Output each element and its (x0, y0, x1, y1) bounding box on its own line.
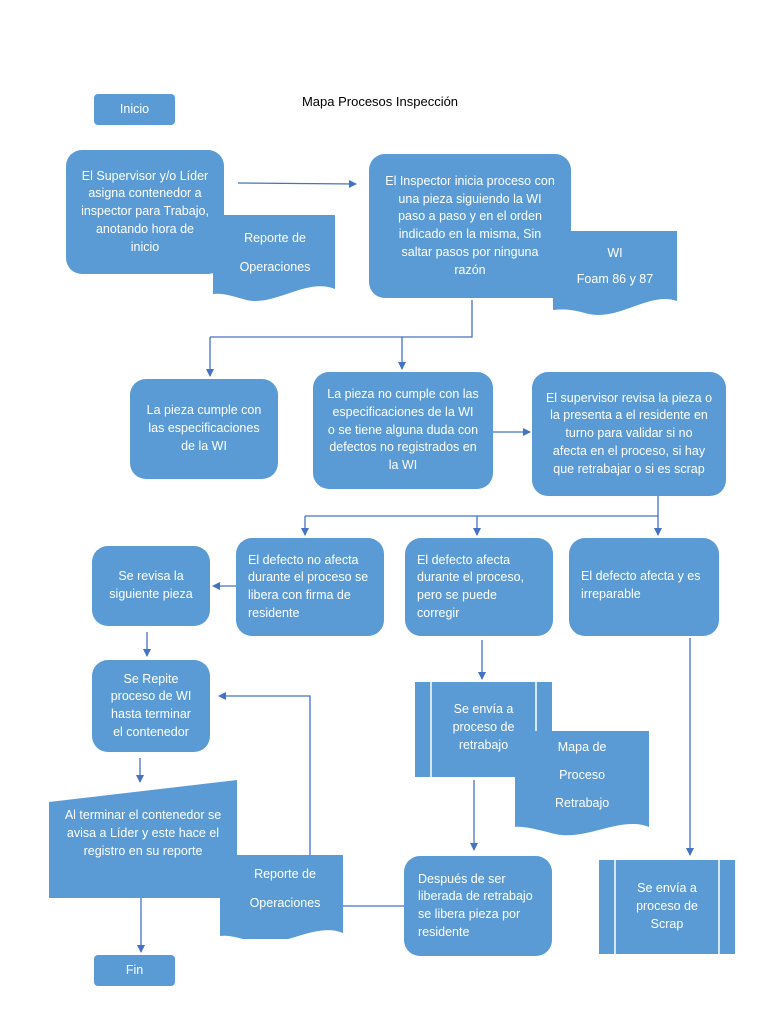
part-not-ok-node: La pieza no cumple con las especificacio… (313, 372, 493, 489)
next-part-node: Se revisa la siguiente pieza (92, 546, 210, 626)
defect-fixable-node: El defecto afecta durante el proceso, pe… (405, 538, 553, 636)
wi-document-label: WI Foam 86 y 87 (576, 245, 654, 286)
defect-irreparable-node: El defecto afecta y es irreparable (569, 538, 719, 636)
connector-loop-to-repeat (218, 692, 311, 855)
scrap-process-shape (599, 860, 735, 954)
inspect-node: El Inspector inicia proceso con una piez… (369, 154, 571, 298)
report-1-document-shape (213, 215, 335, 301)
defect-no-effect-node: El defecto no afecta durante el proceso … (236, 538, 384, 636)
start-node: Inicio (94, 94, 175, 125)
part-ok-node: La pieza cumple con las especificaciones… (130, 379, 278, 479)
scrap-process-label: Se envía a proceso de Scrap (636, 881, 698, 931)
after-rework-node: Después de ser liberada de retrabajo se … (404, 856, 552, 956)
report-2-document-shape (220, 855, 343, 939)
rework-map-document-shape (515, 731, 649, 836)
wi-document-shape (553, 231, 677, 315)
assign-container-node: El Supervisor y/o Líder asigna contenedo… (66, 150, 224, 274)
connector-assign-to-inspect (237, 179, 357, 188)
rework-map-label: Mapa de Proceso Retrabajo (555, 739, 610, 811)
report-2-label: Reporte de Operaciones (249, 866, 321, 910)
finish-container-label: Al terminar el contenedor se avisa a Líd… (64, 808, 222, 858)
supervisor-review-node: El supervisor revisa la pieza o la prese… (532, 372, 726, 496)
repeat-process-node: Se Repite proceso de WI hasta terminar e… (92, 660, 210, 752)
rework-process-label: Se envía a proceso de retrabajo (452, 702, 515, 752)
connector-inspect-split (210, 300, 473, 338)
finish-container-shape (49, 780, 237, 898)
report-1-label: Reporte de Operaciones (239, 230, 311, 274)
connector-supervisor-split (305, 496, 659, 517)
end-node: Fin (94, 955, 175, 986)
diagram-title: Mapa Procesos Inspección (301, 94, 459, 109)
